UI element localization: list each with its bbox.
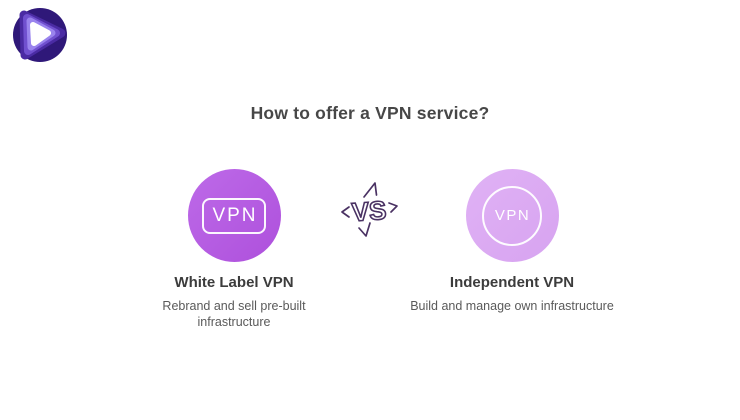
- white-label-vpn-description: Rebrand and sell pre-built infrastructur…: [162, 299, 306, 329]
- vpn-brand-logo-icon: [12, 7, 68, 63]
- white-label-vpn-badge-icon: VPN: [187, 169, 281, 262]
- vpn-circle-outline: VPN: [482, 185, 542, 246]
- independent-vpn-title: Independent VPN: [449, 274, 575, 291]
- vpn-badge-label: VPN: [212, 204, 258, 226]
- page-title: How to offer a VPN service?: [250, 103, 490, 123]
- independent-vpn-description: Build and manage own infrastructure: [410, 299, 614, 313]
- independent-vpn-badge-icon: VPN: [465, 169, 559, 262]
- vpn-rounded-rect-outline: VPN: [202, 197, 266, 234]
- option-white-label-vpn: VPN White Label VPN Rebrand and sell pre…: [109, 169, 359, 330]
- white-label-vpn-title: White Label VPN: [174, 274, 294, 291]
- vpn-badge-label: VPN: [494, 207, 531, 224]
- option-independent-vpn: VPN Independent VPN Build and manage own…: [387, 169, 637, 314]
- logo-rings-graphic: [13, 8, 67, 62]
- versus-bolt-graphic: VS: [341, 182, 398, 237]
- versus-label: VS: [351, 195, 388, 227]
- versus-icon: VS: [338, 181, 400, 239]
